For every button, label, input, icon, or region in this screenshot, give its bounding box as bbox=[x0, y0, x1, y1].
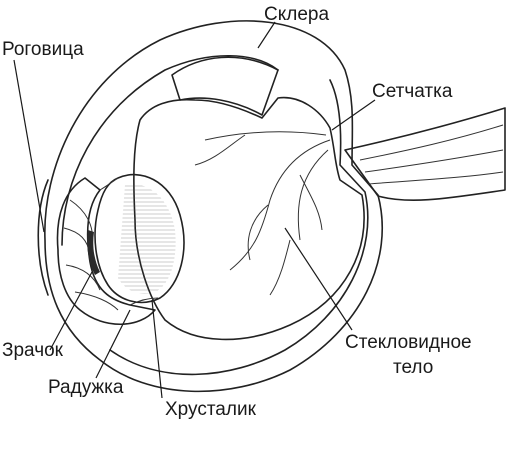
iris bbox=[56, 177, 156, 326]
cornea bbox=[37, 179, 49, 296]
leader-lens bbox=[151, 299, 163, 399]
label-retina: Сетчатка bbox=[372, 81, 453, 102]
label-cornea: Роговица bbox=[2, 39, 84, 60]
leader-sclera bbox=[257, 21, 276, 49]
label-vitreous-line1: Стекловидное bbox=[345, 332, 472, 353]
leader-cornea bbox=[13, 59, 45, 233]
lens bbox=[94, 173, 185, 304]
retinal-vessels bbox=[194, 131, 331, 296]
label-pupil: Зрачок bbox=[2, 340, 64, 361]
sclera-body bbox=[44, 20, 383, 393]
label-iris: Радужка bbox=[48, 377, 124, 398]
label-sclera: Склера bbox=[264, 4, 329, 25]
label-vitreous-line2: тело bbox=[393, 357, 433, 378]
retina-mesh-band bbox=[171, 56, 279, 116]
leader-pupil bbox=[49, 271, 93, 351]
leader-vitreous bbox=[284, 227, 353, 331]
label-lens: Хрусталик bbox=[165, 399, 257, 420]
pupil bbox=[87, 230, 100, 275]
leader-retina bbox=[331, 99, 376, 131]
optic-nerve bbox=[344, 107, 506, 202]
leader-iris bbox=[95, 309, 131, 379]
